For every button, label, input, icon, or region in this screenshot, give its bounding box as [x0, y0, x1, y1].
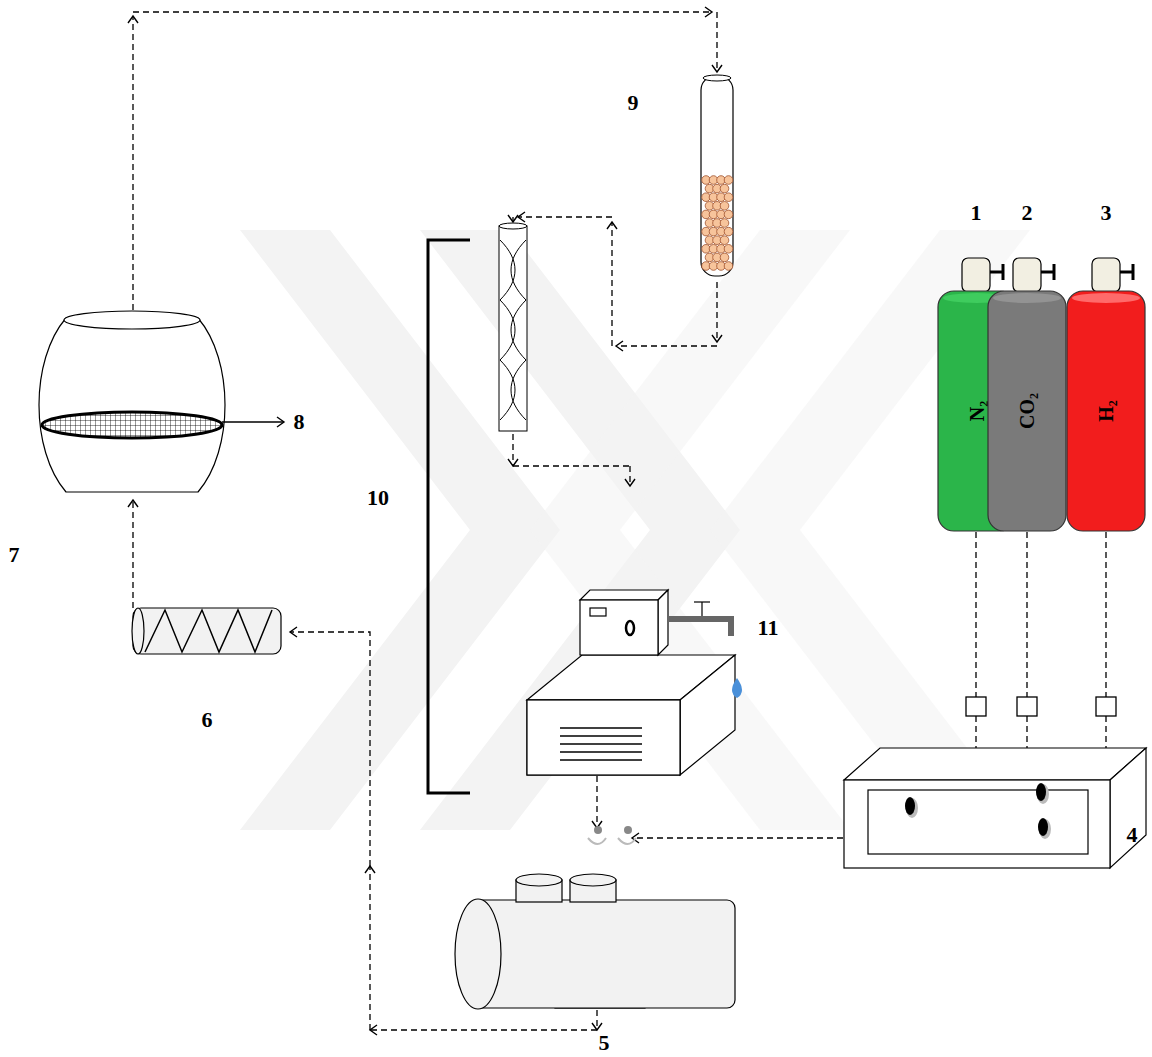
callout-number: 4	[1127, 824, 1138, 846]
filter-vessel	[39, 311, 284, 492]
chiller-unit	[527, 590, 742, 775]
condenser-column	[499, 223, 527, 431]
callout-number: 2	[1022, 202, 1033, 224]
callout-number: 6	[202, 709, 213, 731]
gas-cylinder: H₂	[1066, 290, 1146, 532]
adsorbent-tube	[701, 75, 733, 276]
heating-coil	[132, 608, 281, 654]
cylinder-valve	[962, 258, 1133, 292]
gas-cylinder: CO₂	[987, 290, 1067, 532]
callout-number: 7	[9, 544, 20, 566]
callout-number: 1	[971, 202, 982, 224]
bracket	[428, 240, 470, 793]
gas-label: N₂	[967, 401, 987, 421]
flow-lines	[133, 12, 1106, 1030]
callout-number: 11	[758, 617, 779, 639]
gas-label: CO₂	[1017, 393, 1037, 429]
callout-number: 5	[599, 1032, 610, 1054]
watermark	[240, 230, 1030, 830]
regulator	[966, 697, 1116, 716]
callout-number: 3	[1101, 202, 1112, 224]
callout-number: 9	[628, 92, 639, 114]
reactor-vessel	[455, 826, 735, 1009]
callout-number: 10	[367, 487, 389, 509]
flow-controller	[844, 748, 1146, 868]
gas-label: H₂	[1096, 400, 1116, 422]
callout-number: 8	[294, 411, 305, 433]
